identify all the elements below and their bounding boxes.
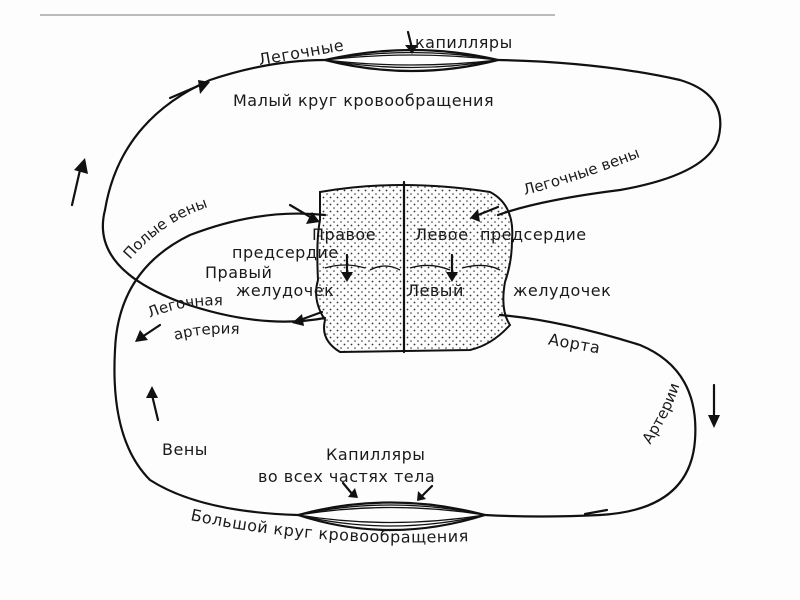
- pulmonary-artery-vessel: [101, 58, 327, 323]
- right-atrium-label-2: предсердие: [232, 243, 339, 262]
- systemic-circuit-title: Большой круг кровообращения: [189, 505, 469, 546]
- pulmonary-artery-label-1: Легочная: [145, 291, 223, 321]
- right-atrium-label-1: Правое: [312, 225, 376, 244]
- heart: [315, 184, 514, 354]
- systemic-circuit-title-path: Большой круг кровообращения: [189, 505, 469, 546]
- pulmonary-capillaries-label-left: Легочные: [257, 35, 345, 69]
- pulmonary-circuit-title: Малый круг кровообращения: [233, 91, 494, 110]
- arteries-label-path: Артерии: [638, 381, 683, 447]
- pulmonary-artery-label-2-path: артерия: [172, 320, 240, 344]
- pulmonary-veins-vessel: [496, 58, 722, 217]
- pulmonary-veins-label-path: Легочные вены: [521, 144, 642, 199]
- pulmonary-capillaries-label-right: капилляры: [415, 33, 513, 52]
- flow-arrows: [70, 30, 720, 516]
- venae-cavae-label-path: Полые вены: [120, 194, 210, 263]
- right-ventricle-label-2: желудочек: [236, 281, 334, 300]
- arteries-label: Артерии: [638, 381, 683, 447]
- pulmonary-artery-label-1-path: Легочная: [145, 291, 223, 321]
- left-atrium-label-1: Левое: [415, 225, 468, 244]
- venae-cavae-vessel: [113, 212, 327, 517]
- pulmonary-veins-label: Легочные вены: [521, 144, 642, 199]
- systemic-capillaries-label-2: во всех частях тела: [258, 467, 435, 486]
- left-atrium-label-2: предсердие: [480, 225, 587, 244]
- systemic-capillaries-label-1: Капилляры: [326, 445, 425, 464]
- pulmonary-artery-label-2: артерия: [172, 320, 240, 344]
- left-ventricle-label-1: Левый: [407, 281, 464, 300]
- left-ventricle-label-2: желудочек: [513, 281, 611, 300]
- aorta-label: Аорта: [547, 330, 602, 358]
- aorta-vessel: [483, 313, 697, 518]
- heart-valves: [324, 264, 501, 271]
- right-ventricle-label-1: Правый: [205, 263, 272, 282]
- veins-label: Вены: [162, 440, 208, 459]
- venae-cavae-label: Полые вены: [120, 194, 210, 263]
